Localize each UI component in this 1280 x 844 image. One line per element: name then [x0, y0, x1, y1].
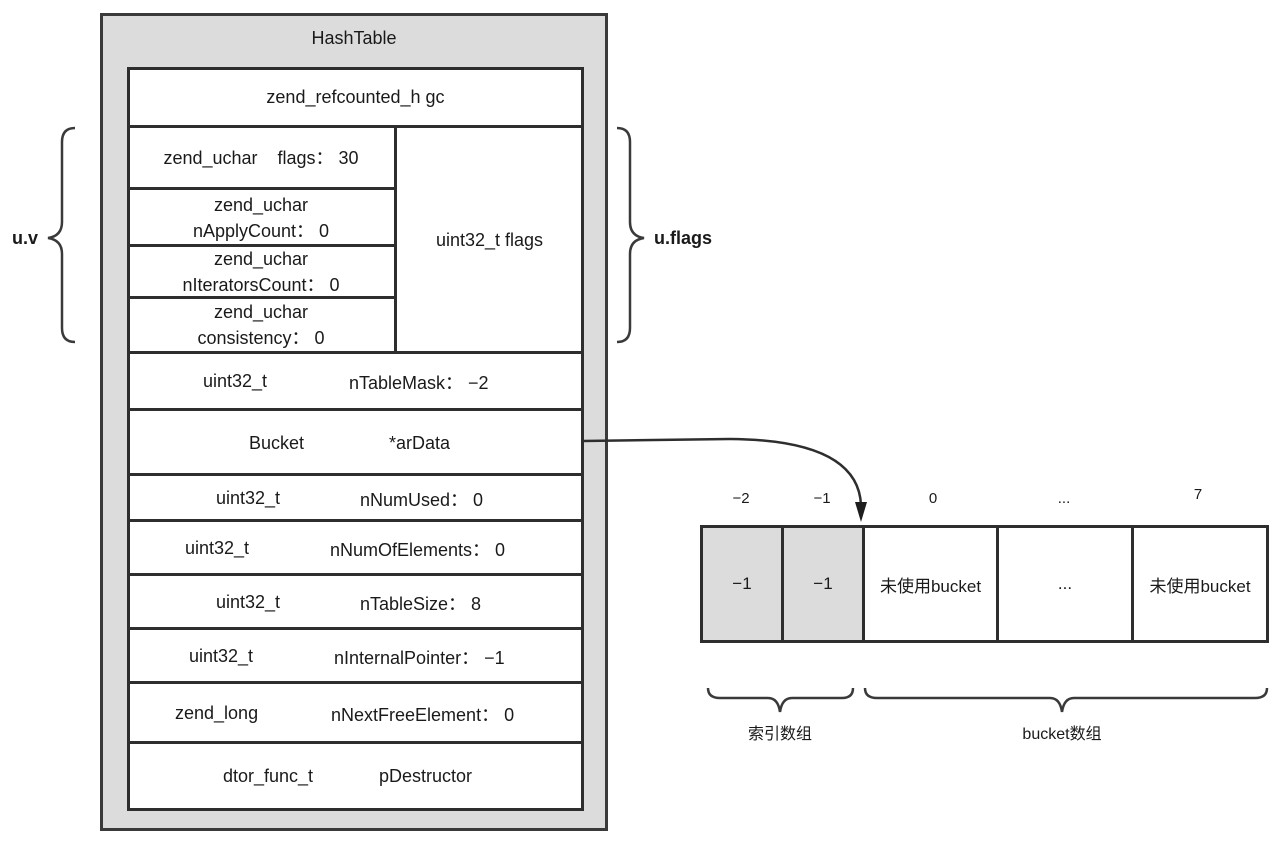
- u-v-label: u.v: [12, 228, 39, 248]
- field-niteratorscount: zend_uchar nIteratorsCount： 0: [127, 246, 395, 298]
- field-napplycount-name: nApplyCount： 0: [192, 220, 330, 241]
- field-consistency-name: consistency： 0: [197, 328, 325, 348]
- divider: [127, 187, 396, 190]
- index-brace-icon: [706, 687, 855, 713]
- field-type: uint32_t: [189, 646, 254, 666]
- array-index: 0: [928, 490, 938, 507]
- bucket-cell: 未使用bucket: [862, 525, 999, 643]
- field-gc: zend_refcounted_h gc: [127, 67, 584, 127]
- field-u-flags: uint32_t flags: [397, 128, 582, 352]
- bucket-cell-value: 未使用bucket: [879, 576, 982, 596]
- index-cell-value: −1: [813, 574, 833, 593]
- field-gc-label: zend_refcounted_h gc: [266, 87, 445, 107]
- divider: [127, 296, 396, 299]
- field-name: pDestructor: [379, 766, 473, 786]
- field-nnextfreeelement: zend_long nNextFreeElement： 0: [127, 681, 584, 743]
- field-name: nNextFreeElement： 0: [331, 704, 515, 725]
- field-consistency: zend_uchar consistency： 0: [127, 298, 395, 352]
- field-niteratorscount-name: nIteratorsCount： 0: [182, 275, 340, 295]
- field-name: nInternalPointer： −1: [334, 647, 505, 668]
- bucket-cell-value: ...: [1057, 574, 1073, 593]
- bucket-cell-value: 未使用bucket: [1149, 576, 1251, 596]
- u-flags-label: u.flags: [654, 228, 713, 248]
- field-nnumused: uint32_t nNumUsed： 0: [127, 473, 584, 521]
- hashtable-title: HashTable: [311, 28, 397, 48]
- field-uv-flags: zend_uchar flags： 30: [127, 128, 395, 188]
- field-napplycount-type: zend_uchar: [213, 194, 309, 215]
- u-divider: [394, 126, 397, 352]
- field-name: nTableSize： 8: [360, 593, 482, 614]
- field-name: nNumOfElements： 0: [330, 539, 506, 560]
- arrow-head-icon: [855, 502, 867, 522]
- index-cell: −1: [781, 525, 865, 643]
- right-brace-icon: [616, 126, 645, 344]
- field-ntablemask: uint32_t nTableMask： −2: [127, 351, 584, 409]
- field-pdestructor: dtor_func_t pDestructor: [127, 741, 584, 809]
- field-u-flags-label: uint32_t flags: [435, 230, 544, 250]
- field-type: dtor_func_t: [223, 766, 314, 786]
- field-name: nTableMask： −2: [349, 372, 489, 393]
- field-ntablesize: uint32_t nTableSize： 8: [127, 573, 584, 629]
- bucket-cell: 未使用bucket: [1131, 525, 1269, 643]
- array-index: −2: [732, 490, 750, 507]
- bucket-brace-icon: [863, 687, 1269, 713]
- field-name: nNumUsed： 0: [360, 489, 484, 510]
- hashtable-struct: [127, 67, 584, 811]
- field-name: *arData: [389, 432, 451, 453]
- u-block: [127, 125, 584, 353]
- field-type: uint32_t: [185, 538, 250, 558]
- field-nnumofelements: uint32_t nNumOfElements： 0: [127, 519, 584, 575]
- divider: [127, 244, 396, 247]
- field-uv-flags-label: zend_uchar flags： 30: [163, 148, 359, 168]
- index-cell-value: −1: [732, 574, 752, 593]
- array-index: 7: [1193, 486, 1203, 503]
- field-type: uint32_t: [203, 371, 268, 391]
- field-type: uint32_t: [216, 488, 281, 508]
- field-ninternalpointer: uint32_t nInternalPointer： −1: [127, 627, 584, 683]
- index-array-label: 索引数组: [747, 726, 812, 743]
- index-cell: −1: [700, 525, 784, 643]
- left-brace-icon: [47, 126, 76, 344]
- field-ardata: Bucket *arData: [127, 408, 584, 475]
- field-niteratorscount-type: zend_uchar: [213, 249, 309, 269]
- pointer-arrow: [582, 437, 863, 506]
- field-consistency-type: zend_uchar: [213, 302, 309, 322]
- field-napplycount: zend_uchar nApplyCount： 0: [127, 190, 395, 245]
- array-index: ...: [1057, 490, 1071, 507]
- bucket-cell: ...: [996, 525, 1134, 643]
- bucket-array-label: bucket数组: [1022, 726, 1102, 743]
- field-type: zend_long: [175, 703, 259, 723]
- field-type: uint32_t: [216, 592, 281, 612]
- array-index: −1: [813, 490, 831, 507]
- field-type: Bucket: [249, 432, 305, 453]
